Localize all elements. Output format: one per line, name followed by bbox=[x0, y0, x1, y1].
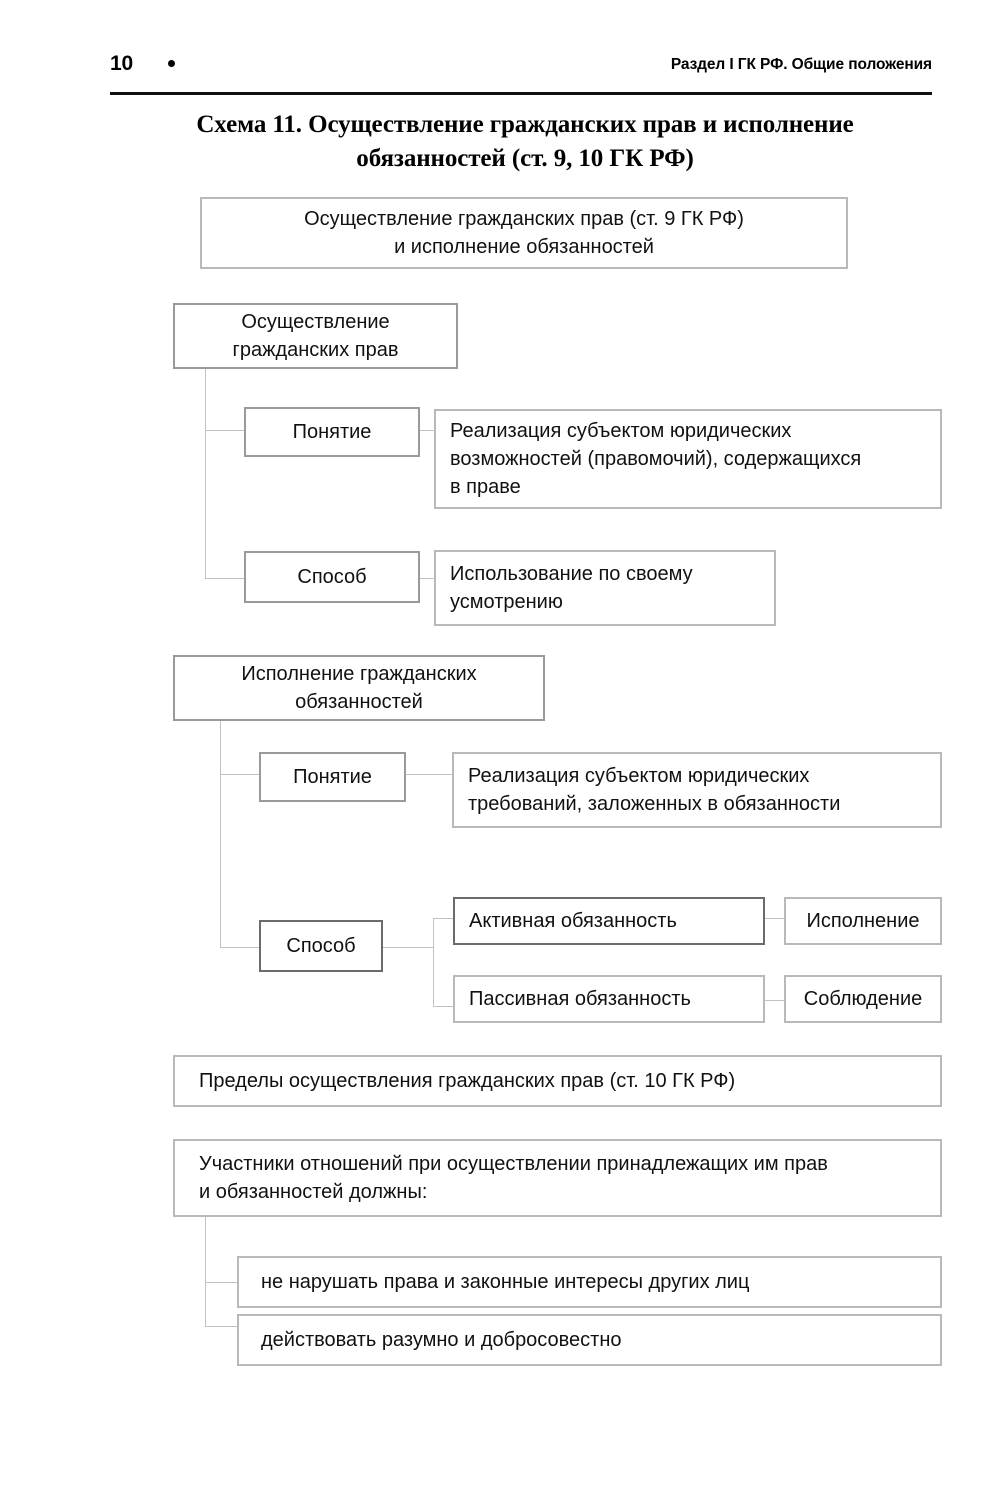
connector-duties-to-sposob bbox=[220, 947, 260, 948]
node-participants: Участники отношений при осуществлении пр… bbox=[173, 1139, 942, 1217]
node-duty-passive-result-label: Соблюдение bbox=[803, 988, 923, 1010]
schema-title-line-2: обязанностей (ст. 9, 10 ГК РФ) bbox=[356, 145, 694, 172]
node-duty-active-label: Активная обязанность bbox=[469, 910, 677, 932]
connector-active-to-result bbox=[765, 918, 787, 919]
node-rule-1: не нарушать права и законные интересы др… bbox=[237, 1256, 942, 1308]
connector-sposob-to-active bbox=[433, 918, 455, 919]
connector-participants-trunk bbox=[205, 1217, 206, 1327]
connector-sposob-split bbox=[433, 918, 434, 1006]
node-participants-line-1: Участники отношений при осуществлении пр… bbox=[199, 1153, 828, 1175]
node-rights-ponyatie-text-line-3: в праве bbox=[450, 476, 521, 498]
node-duties-ponyatie: Понятие bbox=[259, 752, 406, 802]
node-rule-2-label: действовать разумно и добросовестно bbox=[261, 1329, 622, 1351]
page-number: 10 bbox=[110, 52, 133, 75]
header-rule bbox=[110, 92, 932, 95]
node-rights-sposob-text: Использование по своему усмотрению bbox=[434, 550, 776, 626]
node-root-line-1: Осуществление гражданских прав (ст. 9 ГК… bbox=[304, 208, 744, 230]
node-duties-ponyatie-label: Понятие bbox=[293, 766, 372, 788]
node-rights-ponyatie-label: Понятие bbox=[292, 421, 372, 443]
node-duty-passive-result: Соблюдение bbox=[784, 975, 942, 1023]
node-rights-sposob-label: Способ bbox=[297, 566, 367, 588]
node-duties-sposob: Способ bbox=[259, 920, 383, 972]
node-rights-line-1: Осуществление bbox=[241, 311, 390, 333]
connector-duties-trunk bbox=[220, 721, 221, 948]
connector-rights-to-ponyatie bbox=[205, 430, 245, 431]
node-rule-2: действовать разумно и добросовестно bbox=[237, 1314, 942, 1366]
running-head: 10 Раздел I ГК РФ. Общие положения bbox=[110, 52, 932, 84]
connector-duties-ponyatie-to-text bbox=[406, 774, 452, 775]
connector-duties-to-ponyatie bbox=[220, 774, 260, 775]
connector-participants-to-rule-2 bbox=[205, 1326, 240, 1327]
dot-icon bbox=[168, 60, 175, 67]
node-root: Осуществление гражданских прав (ст. 9 ГК… bbox=[200, 197, 848, 269]
schema-title-line-1: Схема 11. Осуществление гражданских прав… bbox=[196, 111, 854, 138]
node-rights: Осуществление гражданских прав bbox=[173, 303, 458, 369]
connector-sposob-to-text bbox=[420, 578, 434, 579]
schema-title: Схема 11. Осуществление гражданских прав… bbox=[145, 108, 905, 176]
connector-sposob-to-passive bbox=[433, 1006, 455, 1007]
node-duty-active: Активная обязанность bbox=[453, 897, 765, 945]
node-duty-active-result: Исполнение bbox=[784, 897, 942, 945]
node-duties-ponyatie-text-line-1: Реализация субъектом юридических bbox=[468, 765, 810, 787]
running-title: Раздел I ГК РФ. Общие положения bbox=[670, 56, 932, 73]
node-rights-sposob: Способ bbox=[244, 551, 420, 603]
connector-rights-trunk bbox=[205, 369, 206, 579]
node-rule-1-label: не нарушать права и законные интересы др… bbox=[261, 1271, 750, 1293]
node-duty-passive-label: Пассивная обязанность bbox=[469, 988, 691, 1010]
node-rights-sposob-text-line-2: усмотрению bbox=[450, 591, 563, 613]
node-duties: Исполнение гражданских обязанностей bbox=[173, 655, 545, 721]
node-duty-active-result-label: Исполнение bbox=[806, 910, 920, 932]
node-limits-label: Пределы осуществления гражданских прав (… bbox=[199, 1070, 736, 1092]
node-duties-ponyatie-text-line-2: требований, заложенных в обязанности bbox=[468, 793, 841, 815]
node-duties-sposob-label: Способ bbox=[286, 935, 356, 957]
node-duties-line-2: обязанностей bbox=[295, 691, 423, 713]
node-rights-ponyatie: Понятие bbox=[244, 407, 420, 457]
node-duty-passive: Пассивная обязанность bbox=[453, 975, 765, 1023]
node-limits: Пределы осуществления гражданских прав (… bbox=[173, 1055, 942, 1107]
node-rights-sposob-text-line-1: Использование по своему bbox=[450, 563, 693, 585]
connector-rights-to-sposob bbox=[205, 578, 245, 579]
node-rights-ponyatie-text: Реализация субъектом юридических возможн… bbox=[434, 409, 942, 509]
node-rights-ponyatie-text-line-2: возможностей (правомочий), содержащихся bbox=[450, 448, 862, 470]
connector-participants-to-rule-1 bbox=[205, 1282, 240, 1283]
node-duties-line-1: Исполнение гражданских bbox=[241, 663, 477, 685]
connector-passive-to-result bbox=[765, 1000, 787, 1001]
node-participants-line-2: и обязанностей должны: bbox=[199, 1181, 428, 1203]
connector-sposob-stem bbox=[383, 947, 433, 948]
node-duties-ponyatie-text: Реализация субъектом юридических требова… bbox=[452, 752, 942, 828]
node-rights-ponyatie-text-line-1: Реализация субъектом юридических bbox=[450, 420, 792, 442]
node-rights-line-2: гражданских прав bbox=[232, 339, 399, 361]
node-root-line-2: и исполнение обязанностей bbox=[394, 236, 654, 258]
